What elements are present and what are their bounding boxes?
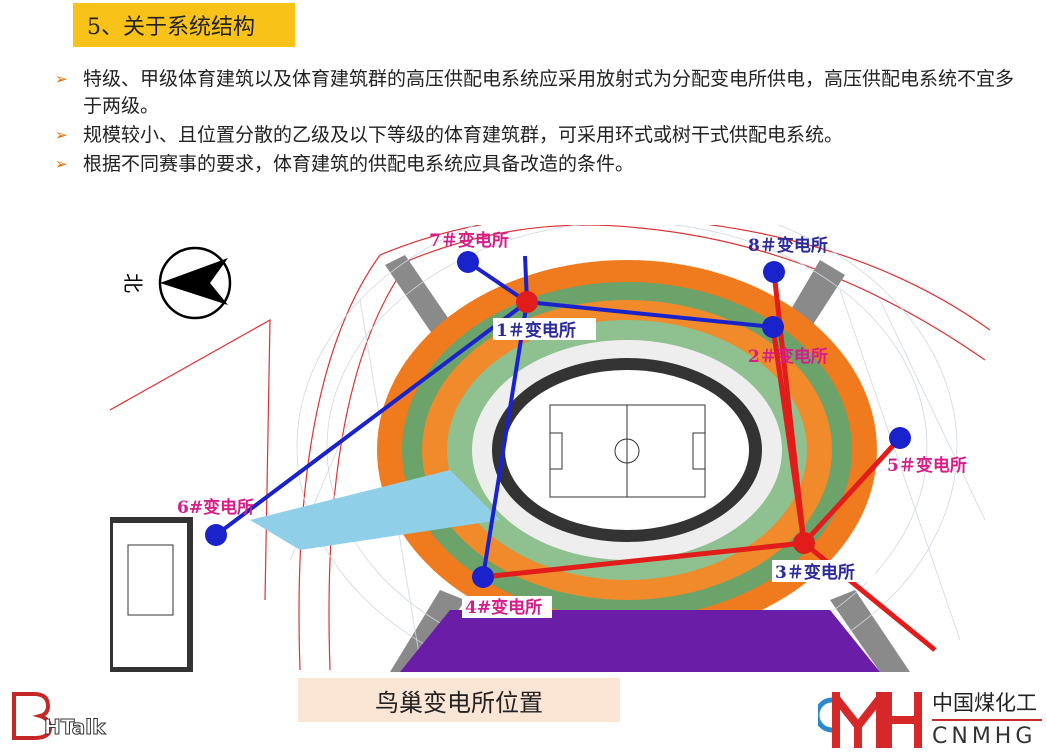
company-abbr: CNMHG: [932, 724, 1037, 749]
substation-5-node: [889, 427, 911, 449]
bullet-text: 规模较小、且位置分散的乙级及以下等级的体育建筑群，可采用环式或树干式供配电系统。: [83, 124, 844, 146]
south-building: [400, 610, 880, 672]
north-label: 北: [121, 273, 145, 293]
substation-8-label: 8＃变电所: [748, 235, 828, 256]
bullet-item: ➢ 特级、甲级体育建筑以及体育建筑群的高压供配电系统应采用放射式为分配变电所供电，…: [55, 66, 1015, 120]
substation-8-node: [763, 261, 785, 283]
arrow-bullet-icon: ➢: [55, 70, 68, 88]
substation-4-label: 4#变电所: [465, 597, 542, 618]
bullet-item: ➢ 规模较小、且位置分散的乙级及以下等级的体育建筑群，可采用环式或树干式供配电系统…: [55, 122, 1015, 149]
arrow-bullet-icon: ➢: [55, 155, 68, 173]
arrow-bullet-icon: ➢: [55, 126, 68, 144]
bullet-text: 根据不同赛事的要求，体育建筑的供配电系统应具备改造的条件。: [83, 153, 635, 175]
substation-4-node: [472, 566, 494, 588]
substation-3-label: 3＃变电所: [775, 562, 855, 583]
substation-2-node: [762, 316, 784, 338]
substation-1-label: 1＃变电所: [496, 320, 576, 341]
stadium: [377, 260, 877, 640]
training-field: [110, 517, 193, 672]
plaza: [250, 470, 500, 550]
bullet-item: ➢ 根据不同赛事的要求，体育建筑的供配电系统应具备改造的条件。: [55, 151, 1015, 178]
substation-6-label: 6#变电所: [177, 497, 254, 518]
substation-7-label: 7＃变电所: [429, 230, 509, 251]
divider: [932, 719, 1042, 721]
company-name: 中国煤化工: [932, 691, 1037, 715]
cnmhg-logo: [818, 692, 922, 748]
substation-5-label: 5＃变电所: [887, 455, 967, 476]
svg-text:HTalk: HTalk: [44, 715, 106, 739]
bullet-text: 特级、甲级体育建筑以及体育建筑群的高压供配电系统应采用放射式为分配变电所供电，高…: [83, 68, 1015, 117]
substation-3-node: [793, 532, 815, 554]
diagram-caption: 鸟巢变电所位置: [298, 678, 620, 722]
substation-1-node: [516, 291, 538, 313]
slide-title: 5、关于系统结构: [73, 3, 295, 47]
substation-map: 北 1＃变电所 2＃变电所 3＃变电所 4#变电所 5＃变电所 6#变电所 7＃…: [110, 225, 990, 672]
bullet-list: ➢ 特级、甲级体育建筑以及体育建筑群的高压供配电系统应采用放射式为分配变电所供电，…: [55, 66, 1015, 180]
north-arrow-icon: [158, 246, 232, 320]
substation-2-label: 2＃变电所: [748, 346, 828, 367]
bhtalk-logo: HTalk: [12, 692, 107, 740]
substation-7-node: [457, 251, 479, 273]
substation-6-node: [205, 524, 227, 546]
